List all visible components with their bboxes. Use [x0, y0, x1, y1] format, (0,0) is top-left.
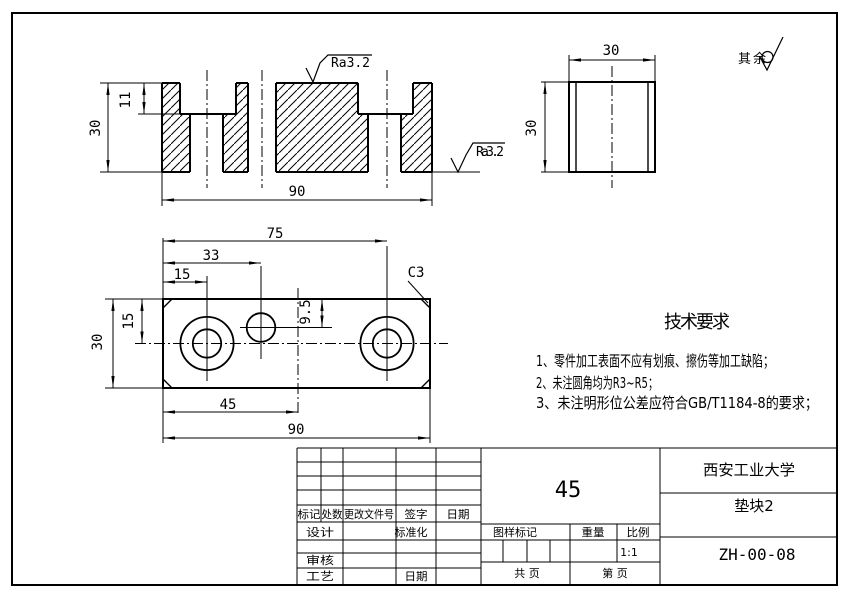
tech-requirement-3: 3、未注明形位公差应符合GB/T1184-8的要求；	[536, 394, 818, 412]
plan-dim-95: 9.5	[298, 299, 314, 324]
plan-dim-90: 90	[288, 422, 305, 438]
rev-header-count: 处数	[322, 508, 343, 521]
plan-corner-chamfers	[162, 298, 431, 389]
title-block-check: 审核	[306, 553, 334, 567]
plan-centerlines-dashed	[135, 288, 448, 414]
plan-centerlines-solid	[206, 246, 388, 381]
title-block-stamp-label: 图样标记	[493, 525, 537, 539]
title-block-material: 45	[555, 478, 582, 503]
rev-header-mark: 标记	[298, 507, 321, 521]
title-block-design: 设计	[306, 526, 334, 539]
rev-header-sign: 签字	[405, 507, 428, 521]
surface-note-label: 其余	[738, 51, 766, 67]
sheet-border	[11, 12, 838, 586]
title-block-standardize: 标准化	[395, 525, 428, 539]
chamfer-leader-line	[407, 280, 429, 304]
side-dim-width: 30	[603, 43, 620, 59]
surface-roughness-bottom-icon: Ra3.2	[450, 142, 505, 174]
side-view: 30 30	[524, 43, 656, 188]
roughness-top-label: Ra3.2	[331, 56, 370, 71]
plan-dim-30v: 30	[90, 334, 106, 351]
tech-requirement-1: 1、零件加工表面不应有划痕、擦伤等加工缺陷；	[536, 352, 774, 370]
front-dim-width: 90	[289, 184, 306, 200]
title-block-grid	[296, 447, 837, 585]
surface-roughness-top-icon: Ra3.2	[305, 54, 372, 84]
title-block-scale-value: 1:1	[620, 546, 638, 559]
plan-dim-45: 45	[220, 397, 237, 413]
side-dim-height: 30	[524, 120, 540, 137]
tech-requirements: 技术要求 1、零件加工表面不应有划痕、擦伤等加工缺陷； 2、未注圆角均为R3~R…	[536, 312, 818, 412]
title-block-page-no: 第 页	[602, 566, 628, 580]
plan-dim-33: 33	[203, 248, 220, 264]
rev-header-doc-no: 更改文件号	[344, 507, 394, 521]
plan-dim-75: 75	[267, 226, 284, 242]
plan-dim-15h: 15	[174, 267, 191, 283]
roughness-bottom-label: Ra3.2	[476, 145, 504, 160]
title-block-process: 工艺	[306, 570, 334, 583]
side-chamfer-edges	[575, 82, 649, 172]
tech-requirement-2: 2、未注圆角均为R3~R5；	[536, 374, 658, 392]
plan-extension-lines	[105, 238, 431, 443]
side-extension-lines	[541, 55, 656, 173]
tech-requirements-title: 技术要求	[664, 312, 730, 333]
title-block-drawing-no: ZH-00-08	[718, 545, 795, 564]
front-dim-height: 30	[88, 120, 104, 137]
title-block: 标记 处数 更改文件号 签字 日期 设计 标准化 审核 工艺 日期 45 图样标…	[296, 447, 837, 585]
surface-note: 其余	[738, 36, 784, 72]
front-outline	[161, 82, 433, 173]
title-block-weight-label: 重量	[582, 525, 605, 539]
front-dim-cbore-depth: 11	[118, 92, 134, 109]
surface-roughness-any-icon	[759, 36, 784, 72]
front-view: 30 11 90 Ra3.2 Ra3.2	[88, 54, 505, 206]
title-block-scale-label: 比例	[627, 525, 650, 539]
front-extension-lines	[100, 82, 480, 206]
rev-header-date: 日期	[447, 508, 470, 521]
title-block-process-date: 日期	[405, 570, 428, 583]
title-block-total-pages: 共 页	[514, 567, 540, 580]
chamfer-callout: C3	[408, 265, 425, 281]
title-block-part-name: 垫块2	[734, 497, 774, 515]
title-block-company: 西安工业大学	[703, 461, 795, 479]
plan-dim-15v: 15	[121, 313, 137, 330]
plan-view: 75 33 15 15 30 9.5 45 90 C3	[90, 226, 448, 443]
front-hatch	[162, 83, 432, 172]
front-centerlines	[206, 70, 388, 188]
